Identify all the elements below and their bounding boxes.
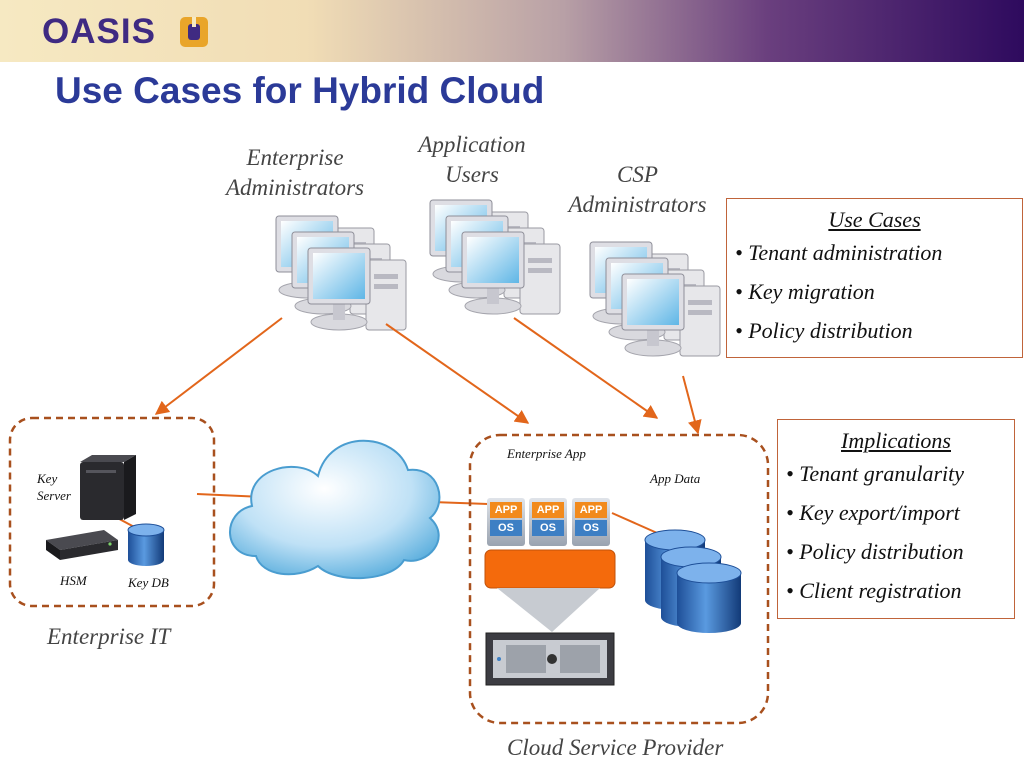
enterprise-it-label: Enterprise IT [47, 624, 171, 649]
vm-os-label: OS [575, 520, 607, 536]
vm-icon: APP OS [529, 498, 567, 546]
vm-app-label: APP [490, 502, 522, 518]
physical-server-icon [485, 632, 615, 686]
internet-cloud-icon [229, 439, 441, 580]
hsm-label: HSM [60, 573, 87, 588]
enterprise-app-label: Enterprise App [507, 446, 586, 461]
enterprise-admins-label: Enterprise Administrators [225, 145, 365, 200]
list-item: • Policy distribution [735, 318, 913, 343]
use-cases-title: Use Cases [828, 207, 921, 232]
enterprise-it-region [8, 416, 216, 608]
implications-box: Implications • Tenant granularity • Key … [777, 419, 1015, 619]
link-cloud-to-csp [431, 501, 489, 505]
csp-admins-label: CSP Administrators [568, 162, 707, 217]
cloud-service-provider-label: Cloud Service Provider [507, 735, 724, 760]
vm-app-label: APP [532, 502, 564, 518]
csp-admins-computers-icon [590, 242, 720, 356]
page-title: Use Cases for Hybrid Cloud [55, 70, 545, 111]
list-item: • Key migration [735, 279, 875, 304]
application-users-label: Application Users [418, 132, 526, 187]
vm-icon: APP OS [572, 498, 610, 546]
csp-region [468, 433, 770, 725]
implications-list: • Tenant granularity • Key export/import… [778, 454, 1014, 610]
list-item: • Key export/import [786, 500, 960, 525]
header-banner [0, 0, 1024, 62]
key-server-icon [80, 455, 136, 520]
list-item: • Policy distribution [786, 539, 964, 564]
vm-icon: APP OS [487, 498, 525, 546]
arrow-users-to-csp [513, 317, 659, 419]
use-cases-list: • Tenant administration • Key migration … [727, 233, 1022, 350]
enterprise-admins-computers-icon [276, 216, 406, 330]
hsm-icon [46, 530, 118, 560]
vm-os-label: OS [490, 520, 522, 536]
arrow-admins-to-enterprise-it [154, 317, 283, 415]
oasis-logo-text: OASIS [42, 12, 156, 51]
vm-app-label: APP [575, 502, 607, 518]
arrow-admins-to-csp [385, 323, 530, 424]
key-server-label: Key Server [37, 471, 71, 503]
arrow-csp-admins-to-csp [682, 375, 702, 435]
vm-os-label: OS [532, 520, 564, 536]
list-item: • Client registration [786, 578, 962, 603]
use-cases-box: Use Cases • Tenant administration • Key … [726, 198, 1023, 358]
hypervisor-bar [484, 549, 616, 589]
implications-title: Implications [841, 428, 951, 453]
application-users-computers-icon [430, 200, 560, 314]
key-db-icon [127, 523, 165, 566]
list-item: • Tenant administration [735, 240, 943, 265]
key-db-label: Key DB [128, 575, 169, 590]
hypervisor-beam [497, 588, 600, 632]
oasis-logo-icon [180, 17, 208, 47]
list-item: • Tenant granularity [786, 461, 965, 486]
app-data-label: App Data [650, 471, 701, 486]
app-data-icon [644, 529, 742, 633]
